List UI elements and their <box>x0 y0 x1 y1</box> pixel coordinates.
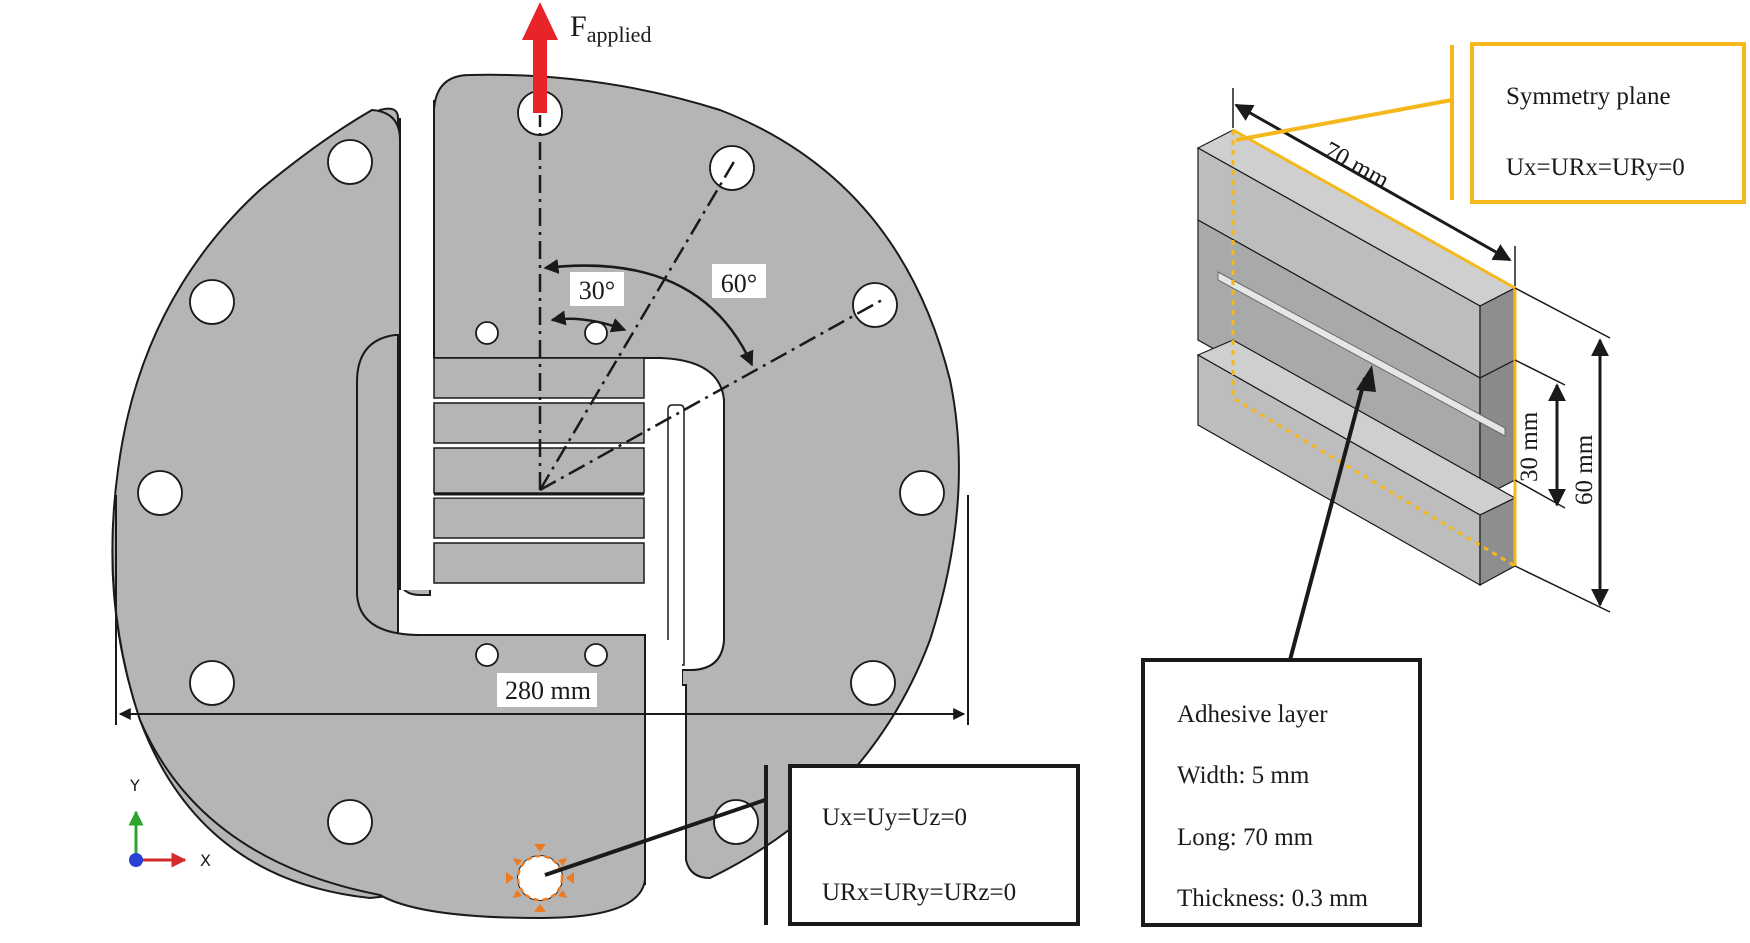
axis-x-label: X <box>200 851 211 870</box>
arc-60 <box>543 258 754 367</box>
dim-30-label: 30 mm <box>1516 411 1543 482</box>
axis-y-label: Y <box>129 776 140 795</box>
symmetry-leader <box>1235 98 1453 142</box>
dim-60-label: 60 mm <box>1571 434 1598 505</box>
dimension-30 <box>1514 359 1566 509</box>
constraint-marker <box>506 844 574 912</box>
dimension-60 <box>1514 287 1611 613</box>
substrate-stack <box>433 357 645 584</box>
angle-60-label: 60° <box>721 269 757 298</box>
symmetry-box <box>1470 42 1746 204</box>
force-arrow <box>522 2 558 113</box>
slot-window <box>667 404 685 666</box>
boundary-leader <box>544 798 766 877</box>
boundary-line-2: URx=URy=URz=0 <box>822 879 1016 906</box>
symmetry-line-2: Ux=URx=URy=0 <box>1506 154 1685 181</box>
symmetry-line-1: Symmetry plane <box>1506 83 1671 110</box>
axis-triad: Y X <box>128 776 211 870</box>
adhesive-box <box>1141 658 1422 927</box>
lower-gap <box>645 640 682 910</box>
central-gap <box>400 100 434 590</box>
boundary-line-1: Ux=Uy=Uz=0 <box>822 804 967 831</box>
adhesive-line-1: Adhesive layer <box>1177 701 1328 728</box>
boundary-box <box>788 764 1080 926</box>
dimension-280 <box>115 495 969 725</box>
angle-30-label: 30° <box>579 276 615 305</box>
force-label: Fapplied <box>570 10 651 47</box>
adhesive-leader <box>1288 377 1367 661</box>
dim-280-label: 280 mm <box>505 676 591 705</box>
adhesive-layer-3d <box>1217 271 1506 437</box>
adhesive-line-2: Width: 5 mm <box>1177 762 1310 789</box>
adhesive-line-3: Long: 70 mm <box>1177 824 1314 851</box>
adhesive-line-4: Thickness: 0.3 mm <box>1177 885 1369 912</box>
